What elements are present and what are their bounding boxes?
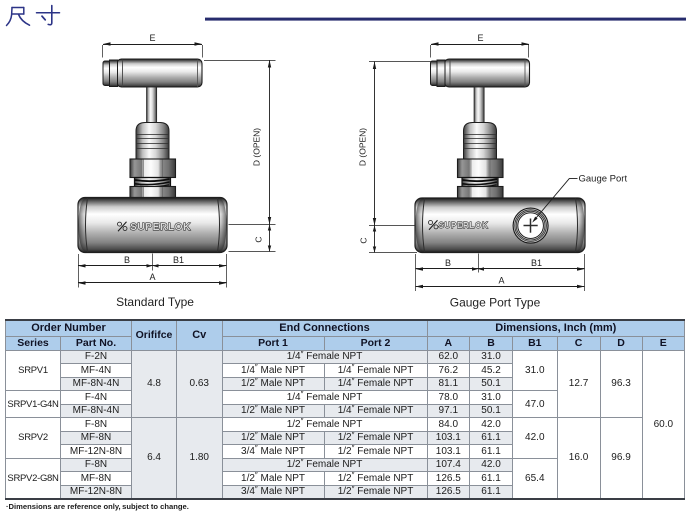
svg-text:D (OPEN): D (OPEN) [358,128,368,166]
svg-text:C: C [254,236,264,242]
svg-text:SUPERLOK: SUPERLOK [130,221,191,233]
svg-text:A: A [498,276,504,286]
svg-text:B: B [445,258,451,268]
svg-text:SUPERLOK: SUPERLOK [439,220,489,230]
svg-text:Gauge Port: Gauge Port [579,173,628,184]
svg-text:Standard Type: Standard Type [116,295,194,309]
svg-text:D (OPEN): D (OPEN) [252,128,262,166]
svg-text:E: E [149,33,155,43]
svg-text:B1: B1 [173,255,184,265]
svg-text:E: E [477,33,483,43]
svg-text:Gauge Port Type: Gauge Port Type [450,296,541,310]
svg-text:B1: B1 [531,258,542,268]
svg-text:B: B [124,255,130,265]
svg-text:C: C [359,237,369,243]
svg-text:A: A [149,272,155,282]
